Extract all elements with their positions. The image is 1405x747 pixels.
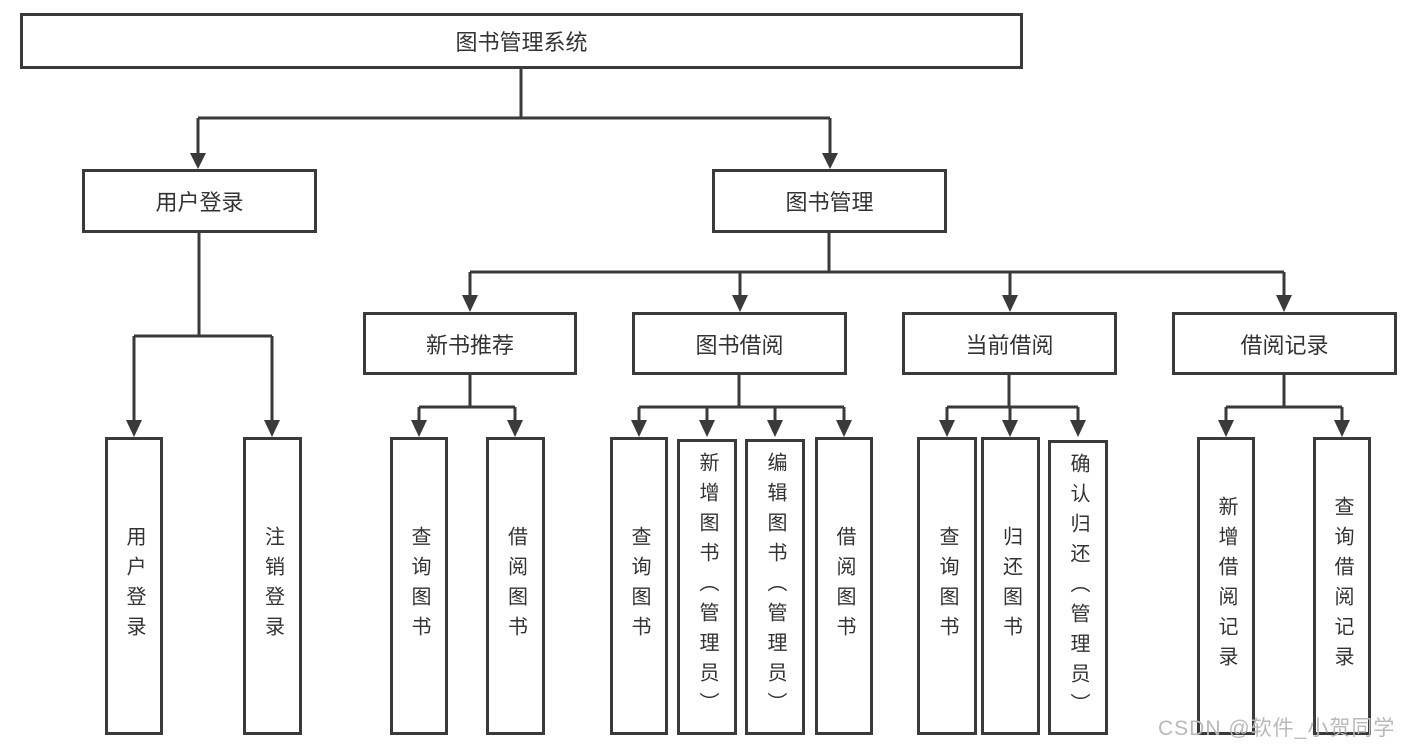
branch-borrow-records bbox=[1218, 375, 1350, 437]
leaf-recommend-query-books: 查询图书 bbox=[390, 437, 448, 735]
leaf-add-borrow-record: 新增借阅记录 bbox=[1197, 437, 1255, 735]
node-library-system: 图书管理系统 bbox=[20, 13, 1023, 69]
arrow-icon bbox=[1070, 420, 1086, 437]
leaf-logout: 注销登录 bbox=[243, 437, 302, 735]
node-book-management: 图书管理 bbox=[712, 169, 947, 233]
node-borrow-records: 借阅记录 bbox=[1172, 312, 1397, 375]
leaf-current-query-books: 查询图书 bbox=[917, 437, 977, 735]
leaf-edit-books-admin: 编辑图书（管理员） bbox=[745, 439, 805, 735]
arrow-icon bbox=[836, 420, 852, 437]
node-current-borrow: 当前借阅 bbox=[902, 312, 1117, 375]
arrow-icon bbox=[190, 153, 206, 169]
leaf-confirm-return-admin: 确认归还（管理员） bbox=[1048, 440, 1108, 735]
arrow-icon bbox=[631, 420, 647, 437]
branch-root bbox=[190, 69, 838, 169]
branch-current-borrow bbox=[939, 375, 1086, 437]
node-book-borrow: 图书借阅 bbox=[632, 312, 847, 375]
arrow-icon bbox=[822, 153, 838, 169]
leaf-query-borrow-record: 查询借阅记录 bbox=[1313, 437, 1371, 735]
arrow-icon bbox=[732, 295, 748, 312]
leaf-return-books: 归还图书 bbox=[981, 437, 1040, 735]
leaf-borrow-books: 借阅图书 bbox=[815, 437, 873, 735]
arrow-icon bbox=[1218, 420, 1234, 437]
watermark: CSDN @软件_小贺同学 bbox=[1158, 717, 1396, 740]
arrow-icon bbox=[1334, 420, 1350, 437]
arrow-icon bbox=[507, 420, 523, 437]
leaf-user-login: 用户登录 bbox=[105, 437, 163, 735]
leaf-recommend-borrow-books: 借阅图书 bbox=[486, 437, 545, 735]
arrow-icon bbox=[939, 420, 955, 437]
arrow-icon bbox=[1276, 295, 1292, 312]
leaf-add-books-admin: 新增图书（管理员） bbox=[677, 439, 737, 735]
arrow-icon bbox=[1002, 420, 1018, 437]
arrow-icon bbox=[411, 420, 427, 437]
branch-user-login bbox=[126, 233, 280, 437]
branch-new-book-recommend bbox=[411, 375, 523, 437]
arrow-icon bbox=[462, 295, 478, 312]
branch-book-management bbox=[462, 233, 1292, 312]
arrow-icon bbox=[1002, 295, 1018, 312]
arrow-icon bbox=[767, 420, 783, 437]
node-new-book-recommend: 新书推荐 bbox=[363, 312, 577, 375]
node-user-login: 用户登录 bbox=[82, 169, 317, 233]
arrow-icon bbox=[264, 420, 280, 437]
arrow-icon bbox=[699, 420, 715, 437]
branch-book-borrow bbox=[631, 375, 852, 437]
leaf-borrow-query-books: 查询图书 bbox=[610, 437, 668, 735]
arrow-icon bbox=[126, 420, 142, 437]
